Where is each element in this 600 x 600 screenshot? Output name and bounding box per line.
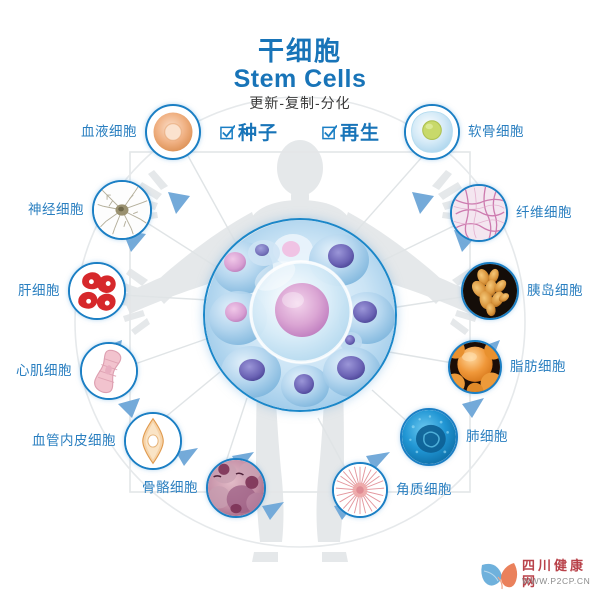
page-title-zh: 干细胞 [257, 36, 342, 66]
cell-label-islet: 胰岛细胞 [527, 283, 583, 298]
keratinocyte-cell-bubble[interactable] [332, 462, 388, 518]
adipose-cell-icon [450, 342, 500, 392]
lung-cell-icon [402, 410, 456, 464]
watermark-brand: 四川健康网 [522, 558, 587, 589]
cell-node-fat[interactable]: 脂肪细胞 [448, 340, 566, 394]
page-subtitle: 更新-复制-分化 [249, 95, 351, 111]
endothelial-cell-icon [126, 414, 180, 468]
watermark-url: WWW.P2CP.CN [522, 576, 591, 586]
cardiac-muscle-cell-icon [82, 344, 136, 398]
cardiac-cell-bubble[interactable] [80, 342, 138, 400]
cell-label-blood: 血液细胞 [81, 124, 137, 139]
watermark: 四川健康网 WWW.P2CP.CN [478, 556, 596, 596]
liver-cell-icon [70, 264, 124, 318]
endothelial-cell-bubble[interactable] [124, 412, 182, 470]
cell-node-liver[interactable]: 肝细胞 [18, 262, 126, 320]
watermark-bird-icon [481, 563, 518, 590]
cell-label-keratin: 角质细胞 [396, 482, 452, 497]
cell-label-fibro: 纤维细胞 [516, 205, 572, 220]
lung-cell-bubble[interactable] [400, 408, 458, 466]
adipose-cell-bubble[interactable] [448, 340, 502, 394]
neuron-cell-icon [94, 182, 150, 238]
chondrocyte-cell-icon [406, 106, 458, 158]
cell-node-cardiac[interactable]: 心肌细胞 [16, 342, 138, 400]
cell-node-neuron[interactable]: 神经细胞 [28, 180, 152, 240]
fibroblast-cell-icon [452, 186, 506, 240]
blood-cell-icon [148, 107, 198, 157]
cell-label-neuron: 神经细胞 [28, 202, 84, 217]
islet-cell-icon [463, 264, 517, 318]
cell-label-cartilage: 软骨细胞 [468, 124, 524, 139]
fibroblast-cell-bubble[interactable] [450, 184, 508, 242]
cell-node-islet[interactable]: 胰岛细胞 [461, 262, 583, 320]
cell-node-cartilage[interactable]: 软骨细胞 [404, 104, 524, 160]
cell-label-fat: 脂肪细胞 [510, 359, 566, 374]
cell-node-bone[interactable]: 骨骼细胞 [142, 458, 266, 518]
neuron-cell-bubble[interactable] [92, 180, 152, 240]
chondrocyte-cell-bubble[interactable] [404, 104, 460, 160]
checkbox-item-seed[interactable]: 种子 [220, 118, 278, 145]
keratinocyte-cell-icon [334, 464, 386, 516]
cell-label-endothelial: 血管内皮细胞 [32, 433, 116, 448]
bone-cell-bubble[interactable] [206, 458, 266, 518]
central-stem-cell-cluster[interactable] [203, 218, 397, 412]
blood-cell-bubble[interactable] [145, 104, 201, 160]
page-title-en: Stem Cells [233, 65, 367, 93]
checkbox-checked-icon[interactable] [220, 124, 236, 140]
checkbox-item-regeneration[interactable]: 再生 [322, 118, 380, 145]
cell-label-lung: 肺细胞 [466, 429, 508, 444]
checkbox-label-regeneration: 再生 [340, 123, 381, 144]
islet-cell-bubble[interactable] [461, 262, 519, 320]
cell-node-endothelial[interactable]: 血管内皮细胞 [32, 412, 182, 470]
cell-label-liver: 肝细胞 [18, 283, 60, 298]
checkbox-label-seed: 种子 [237, 123, 278, 144]
cell-label-bone: 骨骼细胞 [142, 480, 198, 495]
feature-checkbox-row: 种子 再生 [0, 118, 600, 145]
cell-node-blood[interactable]: 血液细胞 [81, 104, 201, 160]
liver-cell-bubble[interactable] [68, 262, 126, 320]
cell-node-lung[interactable]: 肺细胞 [400, 408, 508, 466]
bone-cell-icon [208, 460, 264, 516]
checkbox-checked-icon[interactable] [322, 124, 338, 140]
cell-node-fibro[interactable]: 纤维细胞 [450, 184, 572, 242]
cell-node-keratin[interactable]: 角质细胞 [332, 462, 452, 518]
cell-label-cardiac: 心肌细胞 [16, 363, 72, 378]
